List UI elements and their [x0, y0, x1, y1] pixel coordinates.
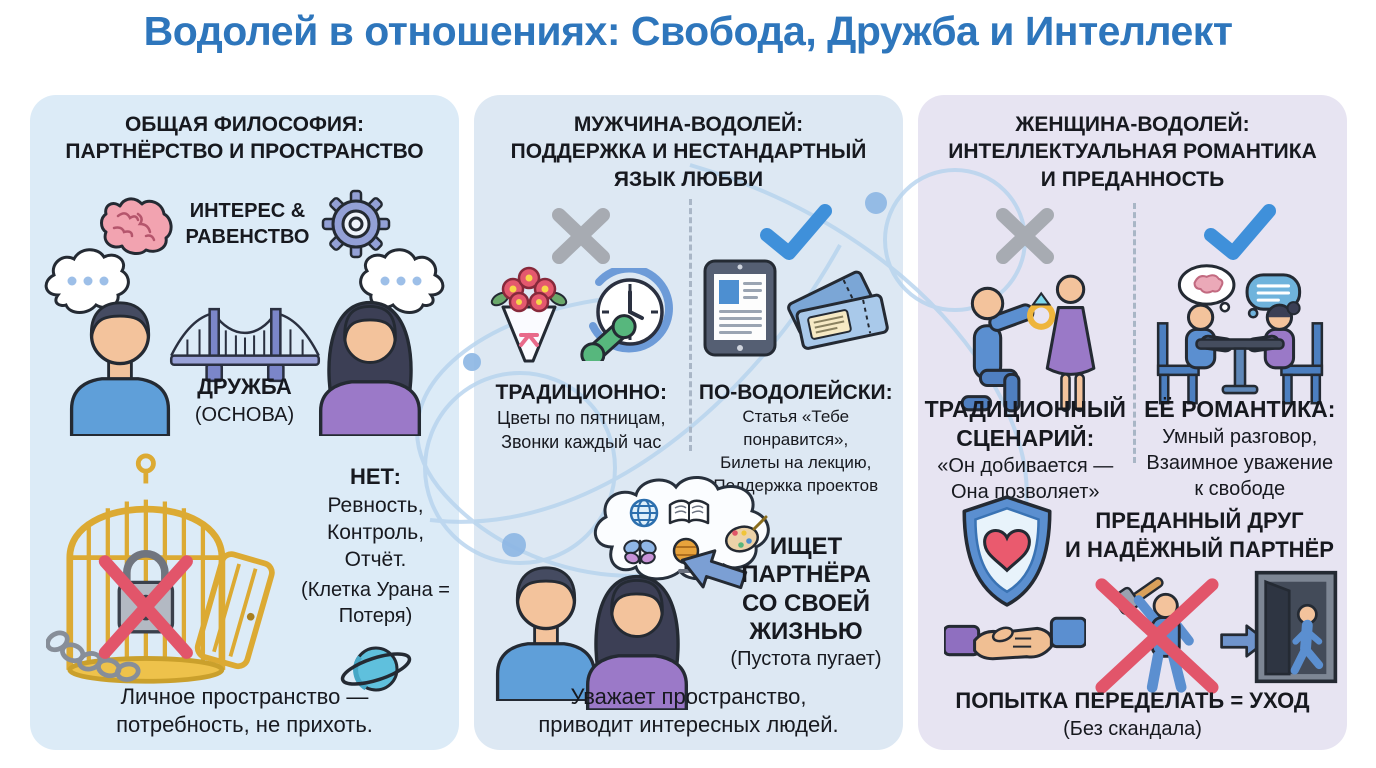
cross-icon: [918, 207, 1133, 265]
aquarian-icons: [689, 257, 904, 359]
check-icon: [1133, 203, 1348, 261]
man-avatar-icon: [69, 301, 171, 438]
interest-equality-row: ИНТЕРЕС & РАВЕНСТВО: [30, 189, 459, 259]
friendship-label: ДРУЖБА: [197, 374, 292, 399]
footer-note-line: (Без скандала): [1063, 718, 1202, 740]
seeks-partner-text: ИЩЕТ ПАРТНЁРА СО СВОЕЙ ЖИЗНЬЮ (Пустота п…: [717, 533, 895, 672]
lock-icon: [123, 550, 169, 585]
seeks-line3: СО СВОЕЙ: [741, 589, 871, 617]
birdcage-svg: [45, 453, 275, 684]
panel-man-title-line2: ПОДДЕРЖКА И НЕСТАНДАРТНЫЙ: [510, 140, 867, 164]
woman-avatar: [578, 563, 696, 715]
panel-man-footer: Уважает пространство, приводит интересны…: [474, 683, 903, 740]
friendship-sublabel: (ОСНОВА): [194, 403, 295, 426]
seeks-line2: ПАРТНЁРА: [741, 561, 871, 589]
her-romance-line2: Взаимное уважение: [1146, 451, 1334, 474]
footer-line1: Уважает пространство,: [570, 683, 807, 709]
handshake-icon: [942, 590, 1088, 691]
table-talk-svg: [1156, 264, 1323, 405]
panel-woman-title-line2: ИНТЕЛЛЕКТУАЛЬНАЯ РОМАНТИКА: [948, 140, 1317, 164]
forbidden-x-mark: [98, 555, 193, 659]
forbidden-x-mark: [1095, 578, 1219, 694]
panel-woman-title-line1: ЖЕНЩИНА-ВОДОЛЕЙ:: [1015, 113, 1250, 136]
footer-bold-line: ПОПЫТКА ПЕРЕДЕЛАТЬ = УХОД: [955, 688, 1310, 714]
aquarian-title: ПО-ВОДОЛЕЙСКИ:: [698, 381, 893, 404]
exit-door-icon: [1253, 568, 1339, 691]
interest-label-line1: ИНТЕРЕС &: [189, 200, 306, 222]
her-romance-title: ЕЁ РОМАНТИКА:: [1144, 396, 1336, 422]
aquarian-line1: Статья «Тебе понравится»,: [742, 407, 850, 450]
no-item-1: Ревность,: [327, 493, 424, 517]
traditional-text: ТРАДИЦИОННО: Цветы по пятницам, Звонки к…: [474, 379, 689, 455]
seeks-note: (Пустота пугает): [730, 648, 882, 671]
man-avatar: [64, 293, 176, 441]
no-item-3: Отчёт.: [344, 548, 407, 572]
globe-icon: [629, 498, 659, 528]
panel-aquarius-man: МУЖЧИНА-ВОДОЛЕЙ: ПОДДЕРЖКА И НЕСТАНДАРТН…: [474, 95, 903, 750]
woman-avatar: [311, 289, 429, 441]
panel-man-title-line3: ЯЗЫК ЛЮБВИ: [613, 167, 764, 191]
loyal-line1: ПРЕДАННЫЙ ДРУГ: [1095, 508, 1304, 533]
panel-woman-title: ЖЕНЩИНА-ВОДОЛЕЙ: ИНТЕЛЛЕКТУАЛЬНАЯ РОМАНТ…: [924, 111, 1341, 193]
interest-equality-label: ИНТЕРЕС & РАВЕНСТВО: [186, 198, 310, 250]
panel-philosophy: ОБЩАЯ ФИЛОСОФИЯ: ПАРТНЁРСТВО И ПРОСТРАНС…: [30, 95, 459, 750]
butterfly-icon: [623, 539, 657, 565]
brain-icon: [99, 197, 173, 255]
table-talk-icon: [1133, 260, 1348, 418]
her-romance-line1: Умный разговор,: [1162, 425, 1318, 448]
no-list: НЕТ: Ревность, Контроль, Отчёт. (Клетка …: [298, 463, 453, 706]
panel-philosophy-title: ОБЩАЯ ФИЛОСОФИЯ: ПАРТНЁРСТВО И ПРОСТРАНС…: [36, 111, 453, 166]
panel-man-title: МУЖЧИНА-ВОДОЛЕЙ: ПОДДЕРЖКА И НЕСТАНДАРТН…: [480, 111, 897, 193]
panel-philosophy-title-line2: ПАРТНЁРСТВО И ПРОСТРАНСТВО: [65, 140, 424, 164]
footer-line1: Личное пространство —: [120, 683, 369, 709]
tablet-article-icon: [703, 259, 777, 357]
bridge-svg: [169, 307, 320, 383]
panel-woman-title-line3: И ПРЕДАННОСТЬ: [1040, 167, 1225, 191]
tickets-icon: [786, 270, 889, 350]
panel-philosophy-title-line1: ОБЩАЯ ФИЛОСОФИЯ:: [124, 113, 365, 136]
page-title: Водолей в отношениях: Свобода, Дружба и …: [143, 8, 1233, 54]
trad-scenario-line1: «Он добивается —: [937, 454, 1114, 477]
cross-icon: [474, 207, 689, 265]
bridge-icon: [169, 295, 321, 396]
traditional-icons: [474, 263, 689, 365]
footer-line2: приводит интересных людей.: [538, 712, 839, 738]
uranus-icon: [340, 646, 411, 692]
traditional-title: ТРАДИЦИОННО:: [495, 381, 667, 404]
seeks-line1: ИЩЕТ: [769, 533, 843, 560]
friendship-caption: ДРУЖБА (ОСНОВА): [195, 373, 294, 428]
footer-line2: потребность, не прихоть.: [116, 712, 373, 738]
her-romance-line3: к свободе: [1194, 477, 1286, 500]
check-icon: [689, 203, 904, 261]
her-romance-text: ЕЁ РОМАНТИКА: Умный разговор, Взаимное у…: [1133, 395, 1348, 502]
remake-person-icon: [1094, 573, 1220, 702]
traditional-scenario-text: ТРАДИЦИОННЫЙ СЦЕНАРИЙ: «Он добивается — …: [918, 395, 1133, 505]
book-icon: [668, 499, 710, 525]
panels-container: ОБЩАЯ ФИЛОСОФИЯ: ПАРТНЁРСТВО И ПРОСТРАНС…: [30, 95, 1347, 750]
woman-avatar-icon: [318, 300, 422, 438]
no-item-2: Контроль,: [326, 520, 425, 544]
traditional-line1: Цветы по пятницам,: [497, 408, 666, 429]
panel-man-title-line1: МУЖЧИНА-ВОДОЛЕЙ:: [573, 113, 804, 136]
loyal-partner-text: ПРЕДАННЫЙ ДРУГ И НАДЁЖНЫЙ ПАРТНЁР: [1056, 507, 1343, 564]
no-list-title: НЕТ:: [349, 464, 402, 489]
panel-woman-footer: ПОПЫТКА ПЕРЕДЕЛАТЬ = УХОД (Без скандала): [918, 687, 1347, 742]
panel-aquarius-woman: ЖЕНЩИНА-ВОДОЛЕЙ: ИНТЕЛЛЕКТУАЛЬНАЯ РОМАНТ…: [918, 95, 1347, 750]
trad-scenario-title1: ТРАДИЦИОННЫЙ: [924, 396, 1126, 422]
comparison-divider: [1132, 203, 1136, 463]
no-note-line1: (Клетка Урана =: [301, 579, 450, 602]
panel-philosophy-footer: Личное пространство — потребность, не пр…: [30, 683, 459, 740]
woman-avatar-icon: [585, 574, 689, 712]
interest-label-line2: РАВЕНСТВО: [185, 226, 310, 248]
seeks-line4: ЖИЗНЬЮ: [749, 617, 863, 645]
bouquet-icon: [491, 266, 568, 363]
gear-icon: [322, 189, 391, 259]
loyal-line2: И НАДЁЖНЫЙ ПАРТНЁР: [1065, 536, 1334, 562]
no-note-line2: Потеря): [338, 605, 413, 628]
trad-scenario-title2: СЦЕНАРИЙ:: [956, 424, 1095, 451]
traditional-line2: Звонки каждый час: [501, 432, 662, 453]
phone-clock-icon: [580, 267, 674, 361]
birdcage-icon: [45, 451, 298, 694]
